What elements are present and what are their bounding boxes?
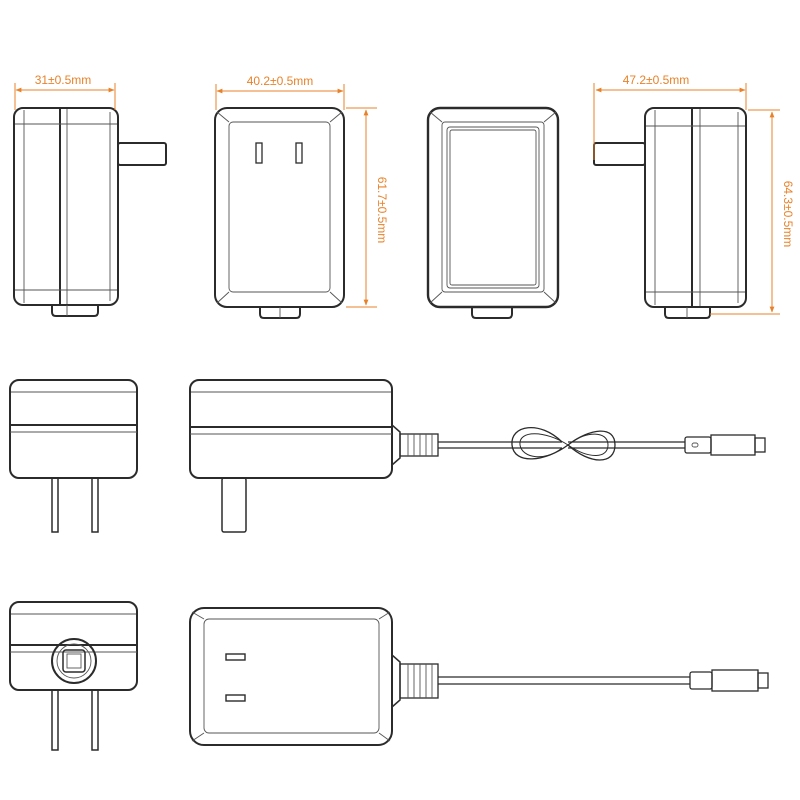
dimension-side-plug: 47.2±0.5mm 64.3±0.5mm: [593, 73, 795, 315]
dimension-label: 64.3±0.5mm: [781, 181, 795, 248]
side-view-right: [593, 107, 747, 319]
side-view-left: [13, 107, 167, 317]
top-view-with-cable: [189, 379, 766, 533]
dimension-label: 31±0.5mm: [35, 73, 92, 87]
end-view-small: [9, 601, 138, 751]
plug-face-view-with-cable: [189, 607, 769, 746]
dimension-side-width: 31±0.5mm: [14, 73, 116, 110]
dimension-label: 40.2±0.5mm: [247, 74, 314, 88]
dimension-front: 40.2±0.5mm 61.7±0.5mm: [215, 74, 389, 308]
dimension-label: 47.2±0.5mm: [623, 73, 690, 87]
dimension-label: 61.7±0.5mm: [375, 177, 389, 244]
back-view: [426, 106, 560, 319]
top-view-small: [9, 379, 138, 533]
front-view: [214, 107, 345, 319]
